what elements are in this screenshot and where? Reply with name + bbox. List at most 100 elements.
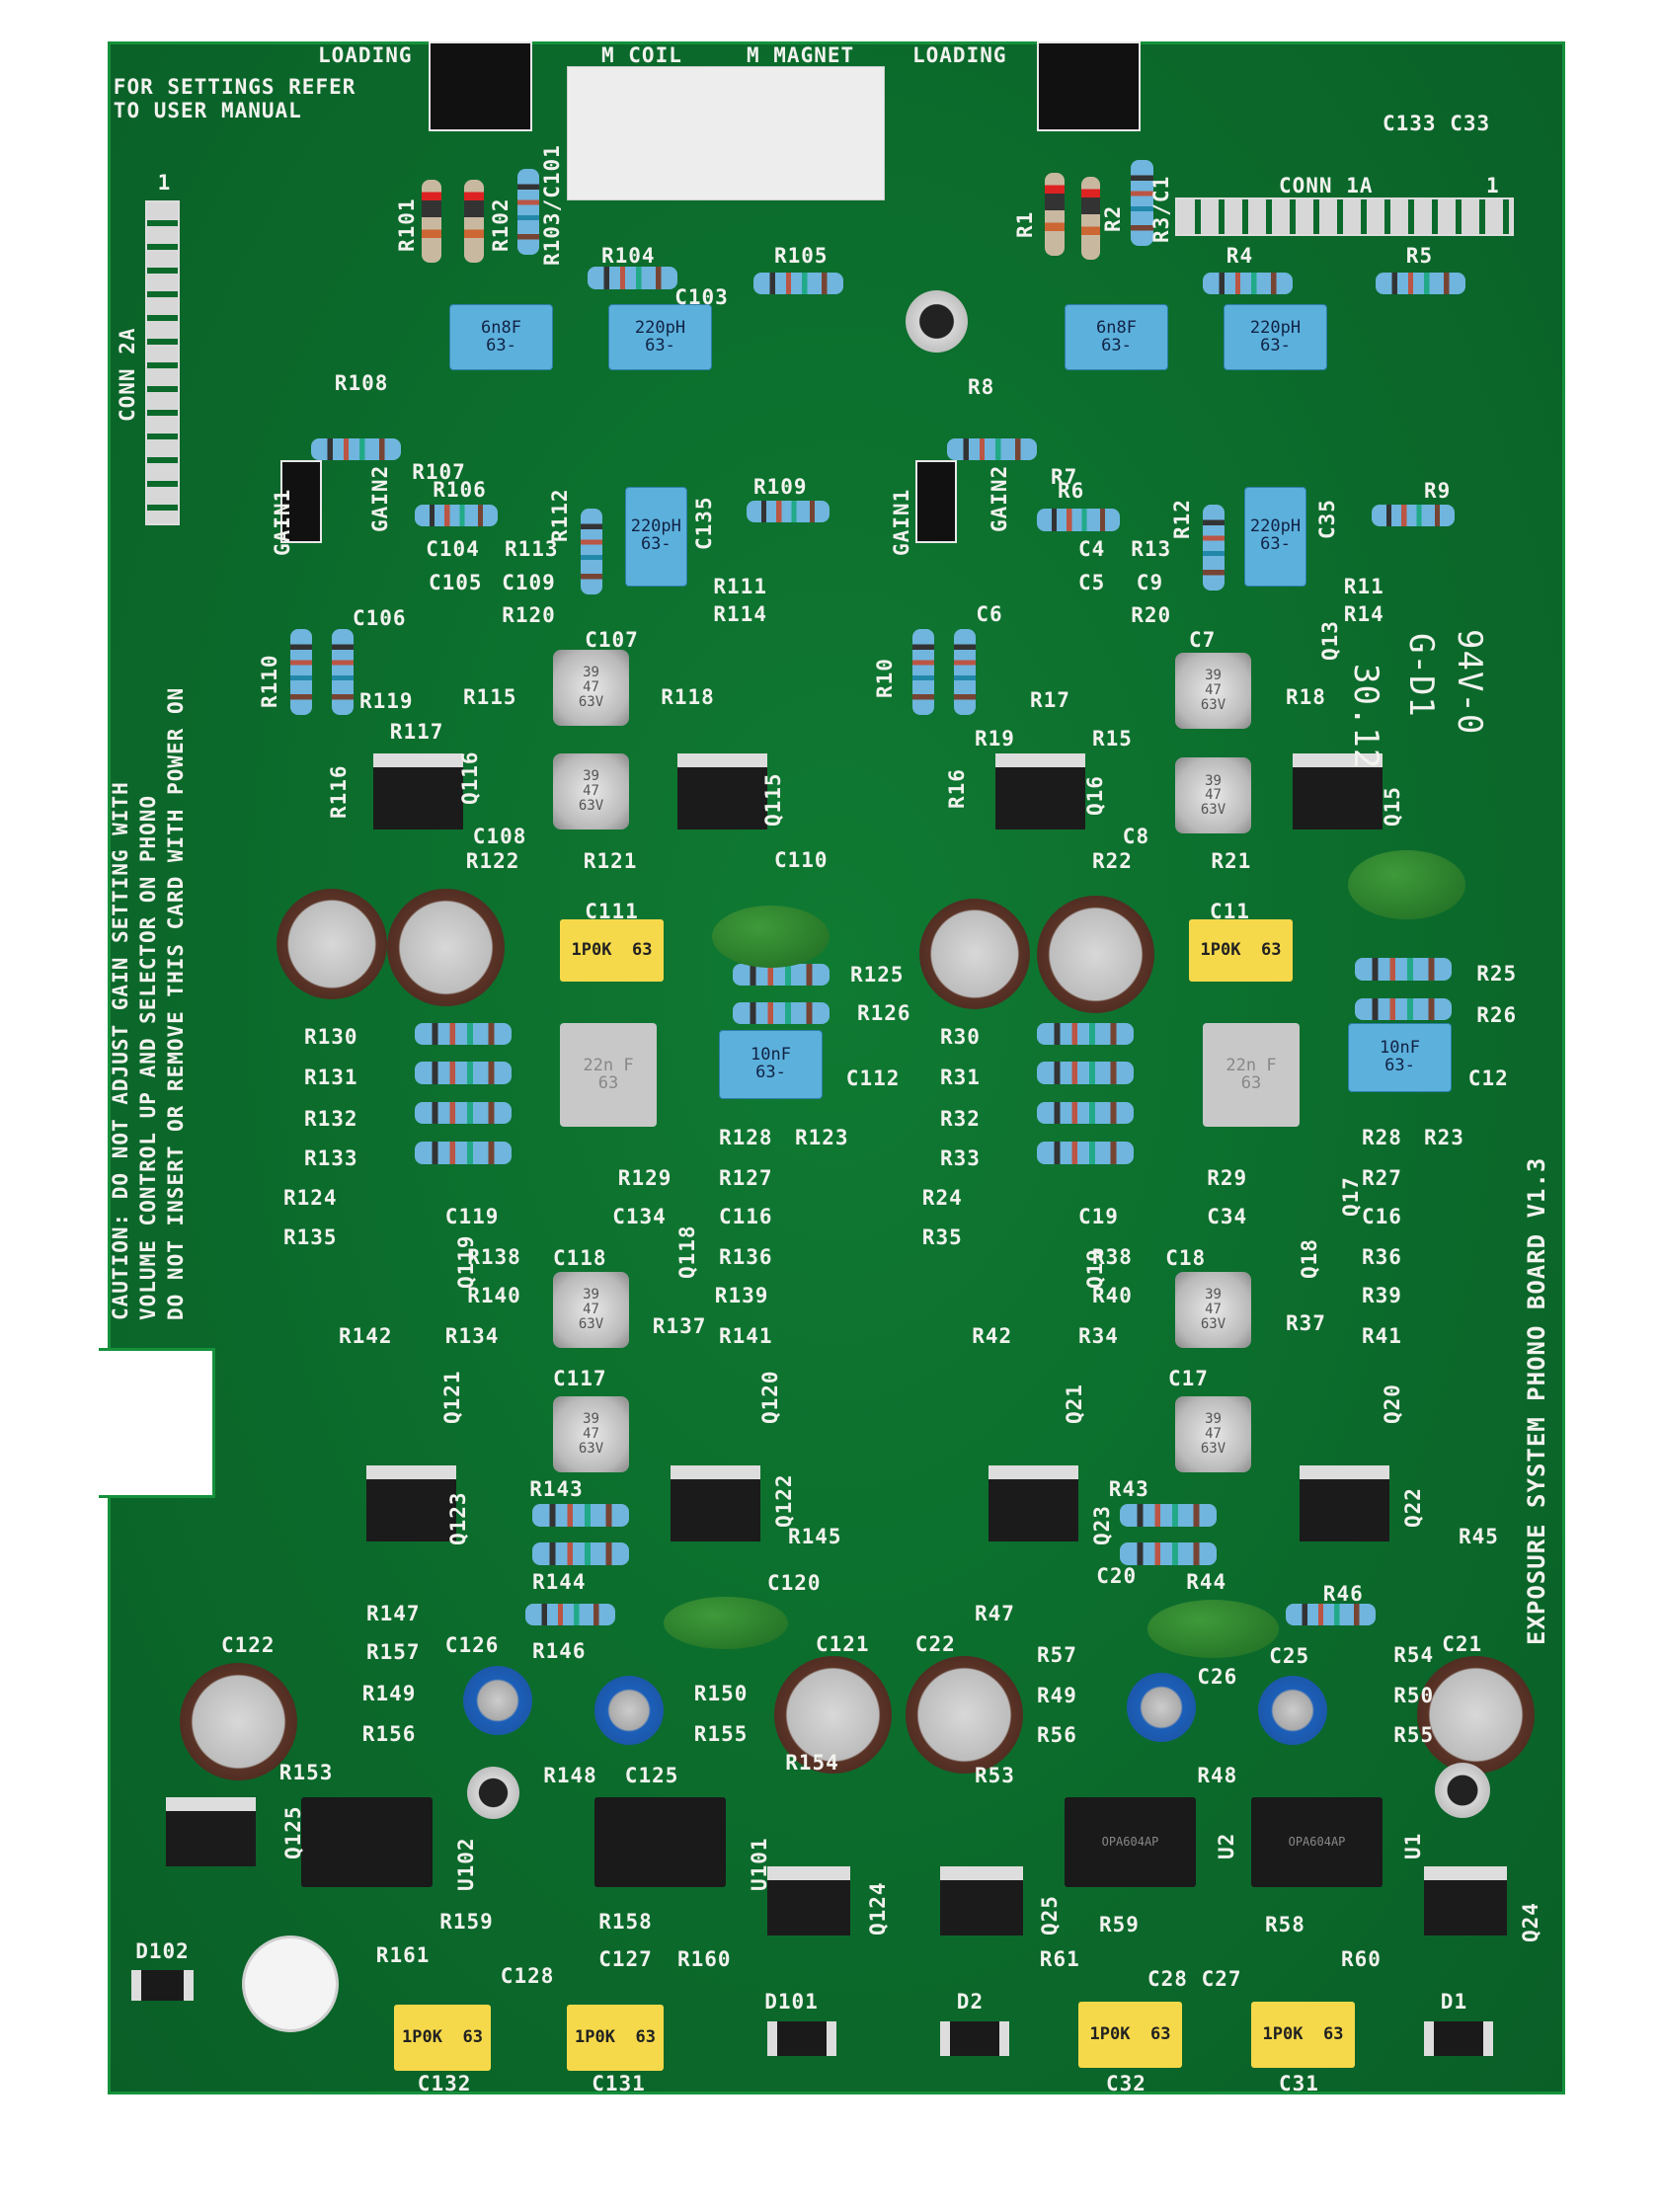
diode xyxy=(767,2020,836,2056)
resistor xyxy=(332,629,355,715)
silkscreen-label: R34 xyxy=(1078,1323,1119,1348)
transistor xyxy=(671,1465,760,1541)
silkscreen-label: C18 xyxy=(1165,1246,1207,1271)
silkscreen-label: Q13 xyxy=(1318,620,1342,662)
film-capacitor: 10nF 63- xyxy=(719,1030,823,1099)
opamp-ic: OPA604AP xyxy=(1251,1797,1383,1887)
smd-electrolytic-capacitor: 39 47 63V xyxy=(553,1272,629,1348)
ceramic-capacitor xyxy=(712,906,830,968)
silkscreen-label: U1 xyxy=(1401,1832,1425,1859)
silkscreen-label: R44 xyxy=(1186,1569,1227,1594)
board-text-settings-1: FOR SETTINGS REFER xyxy=(113,75,356,100)
silkscreen-label: R160 xyxy=(677,1947,732,1971)
silkscreen-label: R116 xyxy=(327,764,352,819)
silkscreen-label: R104 xyxy=(601,244,656,269)
silkscreen-label: C117 xyxy=(553,1367,607,1390)
silkscreen-label: Q24 xyxy=(1519,1902,1542,1942)
silkscreen-label: Q25 xyxy=(1037,1895,1062,1936)
resistor xyxy=(912,629,935,715)
film-capacitor: 6n8F 63- xyxy=(1065,304,1168,371)
resistor xyxy=(311,437,401,461)
jumper-loading-right xyxy=(1037,41,1141,131)
silkscreen-label: C6 xyxy=(976,601,1003,626)
silkscreen-label: CONN 1A xyxy=(1279,173,1374,198)
resistor xyxy=(415,1023,512,1046)
silkscreen-label: R19 xyxy=(975,726,1015,750)
silkscreen-label: R3/C1 xyxy=(1149,176,1174,244)
resistor xyxy=(525,1604,615,1626)
silkscreen-label: Q124 xyxy=(866,1881,891,1936)
silkscreen-label: R16 xyxy=(945,768,969,809)
silkscreen-label: R158 xyxy=(598,1910,653,1935)
silkscreen-label: R9 xyxy=(1424,479,1452,504)
silkscreen-label: Q123 xyxy=(445,1491,470,1546)
silkscreen-label: C11 xyxy=(1210,899,1250,923)
silkscreen-label: R131 xyxy=(304,1065,358,1089)
board-text-date-code: 30.12 xyxy=(1346,664,1385,770)
blank-label xyxy=(567,66,885,200)
silkscreen-label: Q122 xyxy=(772,1473,796,1528)
silkscreen-label: R110 xyxy=(258,654,282,708)
silkscreen-label: GAIN2 xyxy=(368,464,393,532)
silkscreen-label: R35 xyxy=(921,1225,963,1250)
silkscreen-label: C12 xyxy=(1467,1066,1509,1091)
resistor xyxy=(1120,1542,1217,1565)
resistor xyxy=(415,1062,512,1084)
silkscreen-label: R142 xyxy=(339,1323,393,1348)
silkscreen-label: C126 xyxy=(444,1633,500,1658)
opamp-ic: OPA604AP xyxy=(1065,1797,1196,1887)
film-capacitor: 1P0K 63 xyxy=(1078,2002,1182,2069)
silkscreen-label: Q17 xyxy=(1339,1176,1363,1217)
silkscreen-label: R141 xyxy=(719,1323,773,1348)
resistor xyxy=(1376,272,1465,295)
silkscreen-label: Q18 xyxy=(1298,1238,1321,1279)
silkscreen-label: R109 xyxy=(753,475,808,499)
opamp-ic xyxy=(301,1797,434,1887)
film-capacitor: 22n F 63 xyxy=(1203,1023,1300,1127)
silkscreen-label: R136 xyxy=(719,1244,773,1269)
silkscreen-label: C122 xyxy=(221,1633,276,1658)
transistor xyxy=(166,1797,256,1866)
silkscreen-label: R149 xyxy=(361,1682,417,1706)
transistor xyxy=(373,753,463,830)
electrolytic-capacitor xyxy=(906,1656,1023,1775)
silkscreen-label: 1 xyxy=(157,171,172,195)
silkscreen-label: LOADING xyxy=(912,43,1007,68)
silkscreen-label: Q21 xyxy=(1063,1383,1086,1424)
resistor xyxy=(415,505,498,527)
silkscreen-label: R138 xyxy=(467,1244,521,1269)
transistor xyxy=(940,1866,1023,1936)
silkscreen-label: GAIN2 xyxy=(988,464,1012,532)
silkscreen-label: C22 xyxy=(914,1631,956,1656)
silkscreen-label: Q118 xyxy=(675,1224,699,1279)
silkscreen-label: R129 xyxy=(617,1166,672,1190)
resistor xyxy=(1203,272,1293,295)
silkscreen-label: R30 xyxy=(940,1025,981,1050)
silkscreen-label: R53 xyxy=(975,1763,1015,1787)
silkscreen-label: C105 xyxy=(429,570,483,594)
silkscreen-label: R159 xyxy=(439,1910,494,1935)
electrolytic-capacitor xyxy=(463,1666,532,1735)
silkscreen-label: C109 xyxy=(502,570,556,594)
silkscreen-label: R106 xyxy=(433,477,487,502)
silkscreen-label: C103 xyxy=(674,285,729,310)
silkscreen-label: Q15 xyxy=(1381,786,1404,828)
silkscreen-label: R147 xyxy=(366,1602,421,1625)
silkscreen-label: C19 xyxy=(1078,1205,1119,1229)
silkscreen-label: R57 xyxy=(1037,1643,1077,1667)
electrolytic-capacitor xyxy=(277,889,387,1000)
transistor xyxy=(677,753,767,830)
silkscreen-label: R25 xyxy=(1476,961,1518,986)
electrolytic-capacitor xyxy=(1417,1656,1535,1775)
silkscreen-label: C26 xyxy=(1197,1665,1238,1690)
silkscreen-label: R117 xyxy=(389,719,444,744)
silkscreen-label: R115 xyxy=(463,684,517,709)
silkscreen-label: R17 xyxy=(1030,687,1070,712)
silkscreen-label: R108 xyxy=(334,371,389,395)
silkscreen-label: R134 xyxy=(444,1323,500,1348)
silkscreen-label: R137 xyxy=(652,1313,707,1338)
silkscreen-label: D1 xyxy=(1440,1990,1468,2014)
silkscreen-label: R127 xyxy=(719,1166,773,1190)
silkscreen-label: R48 xyxy=(1197,1763,1238,1787)
resistor xyxy=(1045,173,1065,256)
